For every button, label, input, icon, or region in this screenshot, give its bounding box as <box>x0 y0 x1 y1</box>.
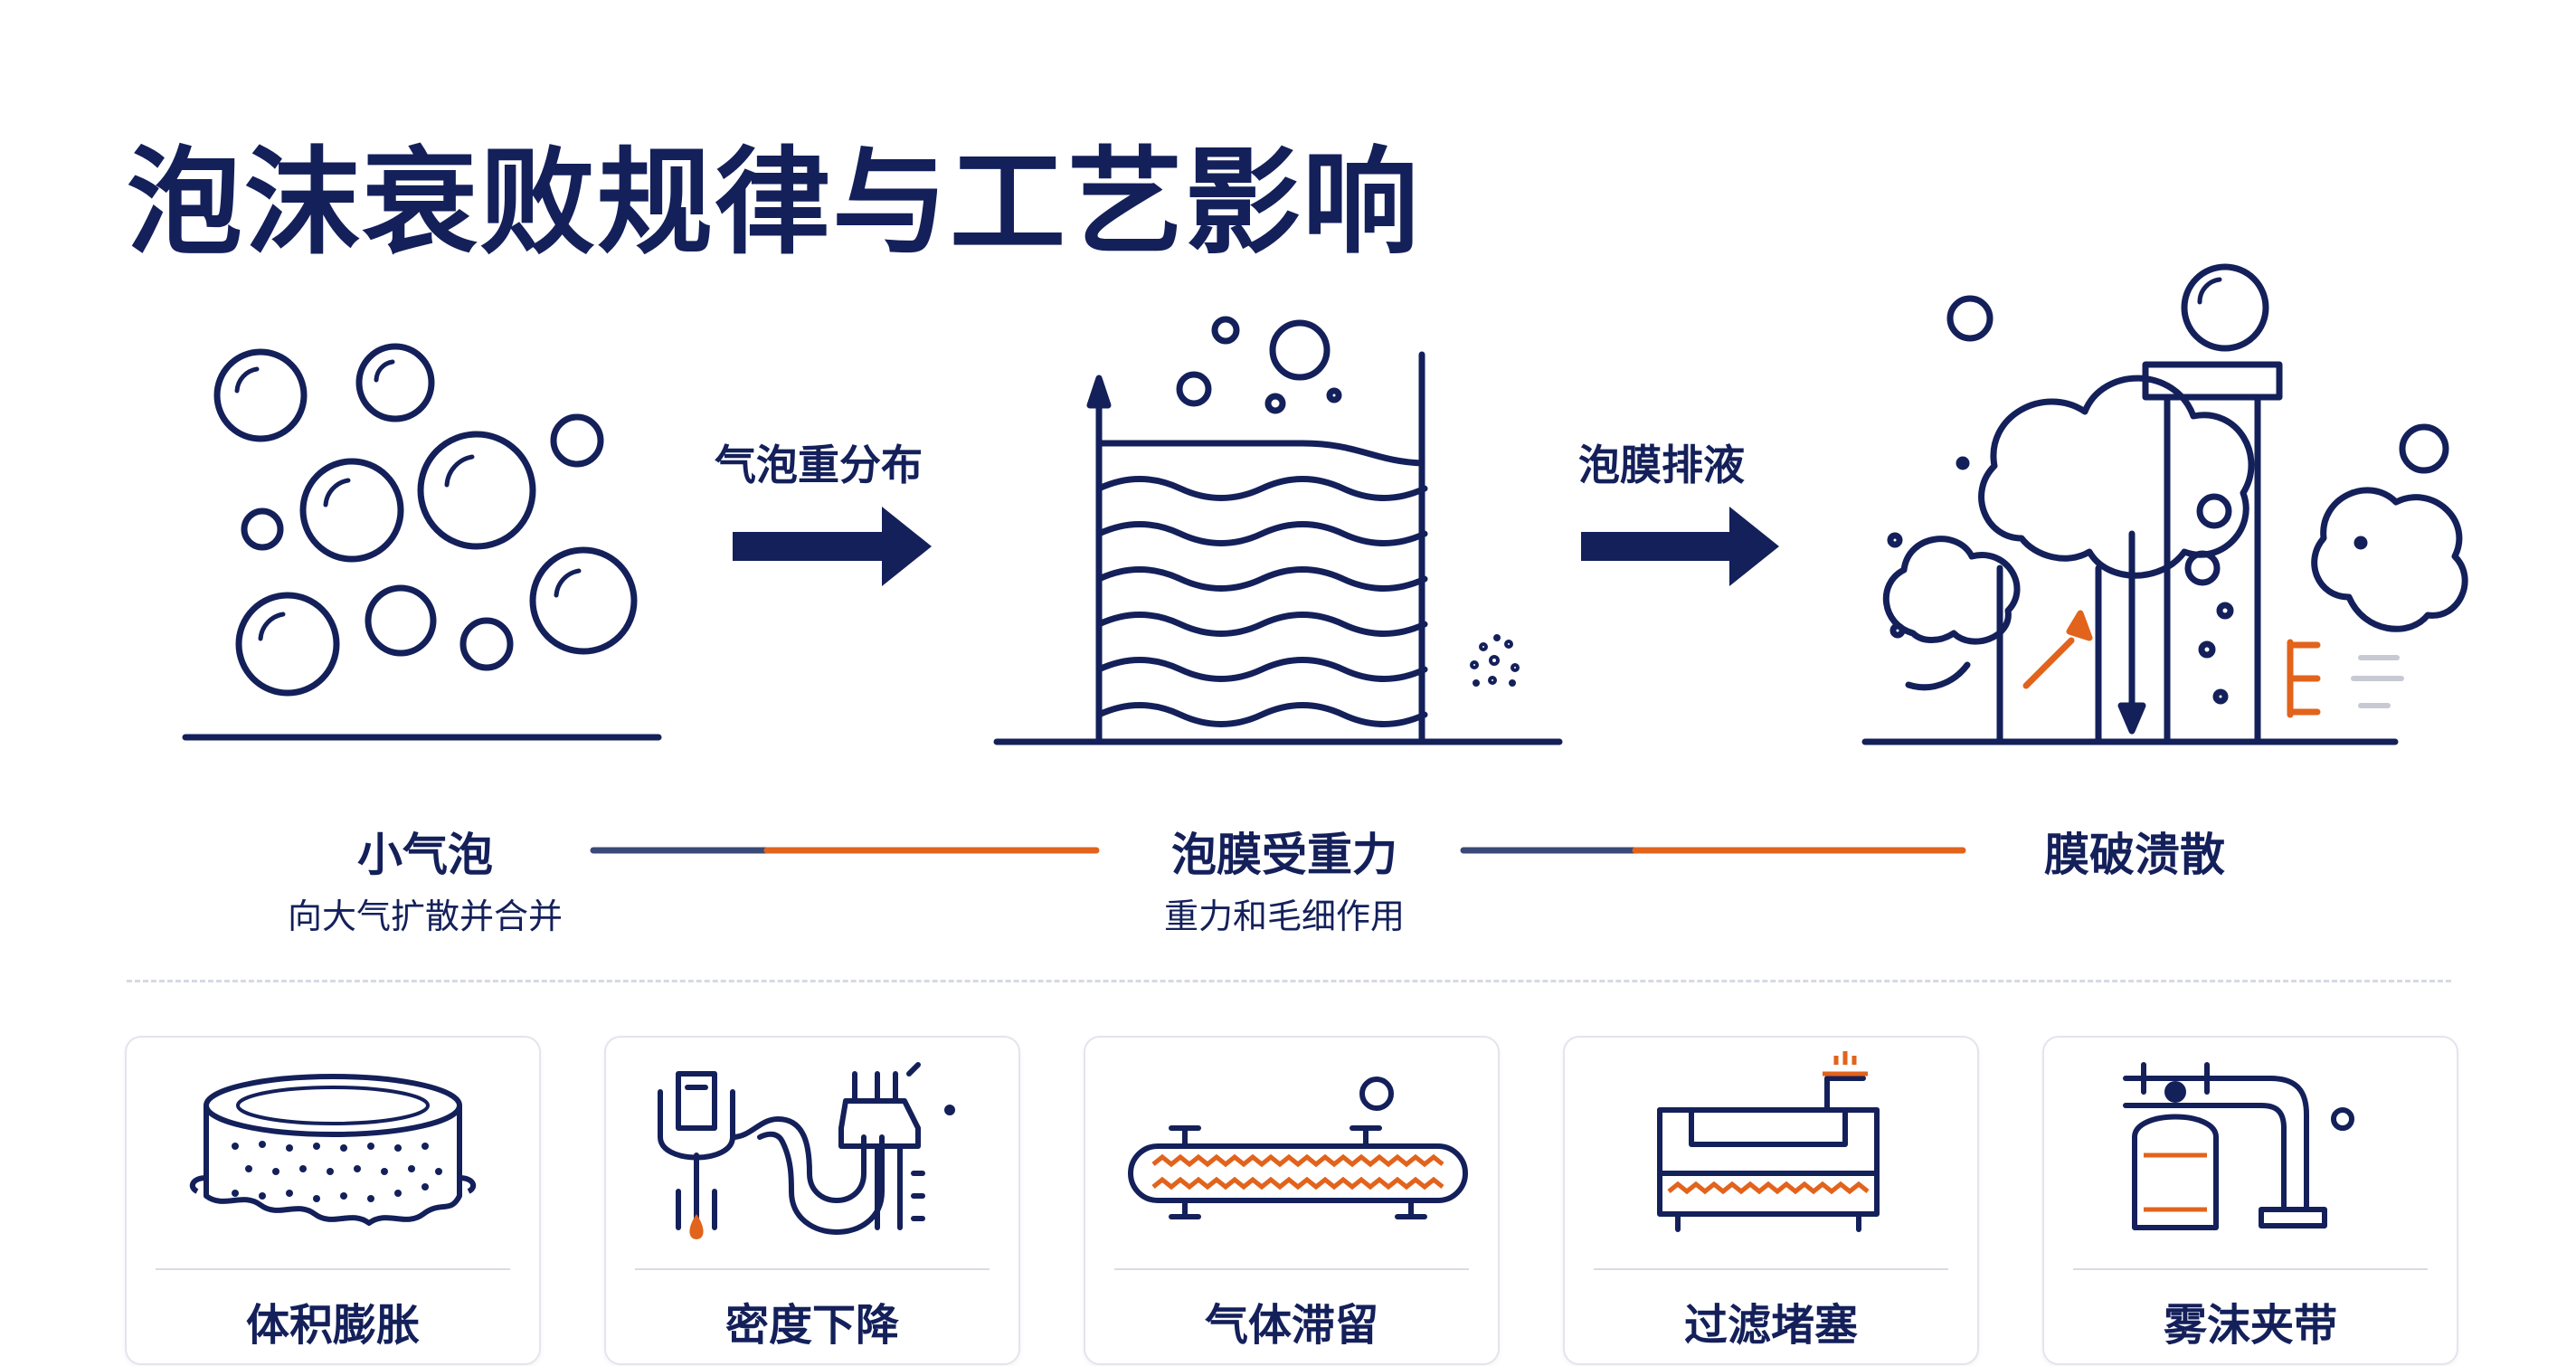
card-divider <box>1114 1268 1469 1270</box>
section-divider <box>127 980 2451 982</box>
impact-label-volume: 体积膨胀 <box>245 1300 420 1351</box>
arrow-right-icon <box>1581 507 1779 586</box>
small-bubbles-icon <box>182 343 662 741</box>
page-title: 泡沫衰败规律与工艺影响 <box>127 136 1421 270</box>
impact-card-entrainment: 雾沫夹带 <box>2042 1036 2458 1365</box>
rupture-icon <box>1861 263 2468 745</box>
pipes-separator-icon <box>658 1062 955 1239</box>
arrow-right-icon <box>733 507 932 586</box>
stage-sub-gravity: 重力和毛细作用 <box>1163 896 1405 936</box>
impact-label-density: 密度下降 <box>724 1300 899 1351</box>
impact-label-gas-holdup: 气体滞留 <box>1204 1300 1378 1351</box>
impact-card-density: 密度下降 <box>604 1036 1020 1365</box>
heat-exchanger-icon <box>1128 1077 1468 1219</box>
impact-label-entrainment: 雾沫夹带 <box>2163 1300 2337 1351</box>
draining-film-icon <box>993 316 1563 745</box>
stage-label-small-bubbles: 小气泡 <box>357 829 493 881</box>
card-divider <box>2073 1268 2428 1270</box>
impact-card-volume: 体积膨胀 <box>125 1036 541 1365</box>
impact-label-filter-clog: 过滤堵塞 <box>1683 1300 1858 1351</box>
foam-drum-icon <box>189 1074 477 1226</box>
impact-card-filter-clog: 过滤堵塞 <box>1563 1036 1979 1365</box>
process-illustration <box>182 263 2468 854</box>
impact-card-gas-holdup: 气体滞留 <box>1084 1036 1500 1365</box>
card-divider <box>1594 1268 1948 1270</box>
arrow-label-redistribution: 气泡重分布 <box>715 441 923 489</box>
stage-label-gravity: 泡膜受重力 <box>1171 829 1397 881</box>
filter-tank-icon <box>1657 1051 1880 1232</box>
arrow-label-drainage: 泡膜排液 <box>1578 441 1745 489</box>
stage-label-rupture: 膜破溃散 <box>2044 829 2225 881</box>
stage-sub-small-bubbles: 向大气扩散并合并 <box>287 896 563 936</box>
column-entrainment-icon <box>2123 1062 2354 1230</box>
card-divider <box>635 1268 990 1270</box>
card-divider <box>156 1268 510 1270</box>
